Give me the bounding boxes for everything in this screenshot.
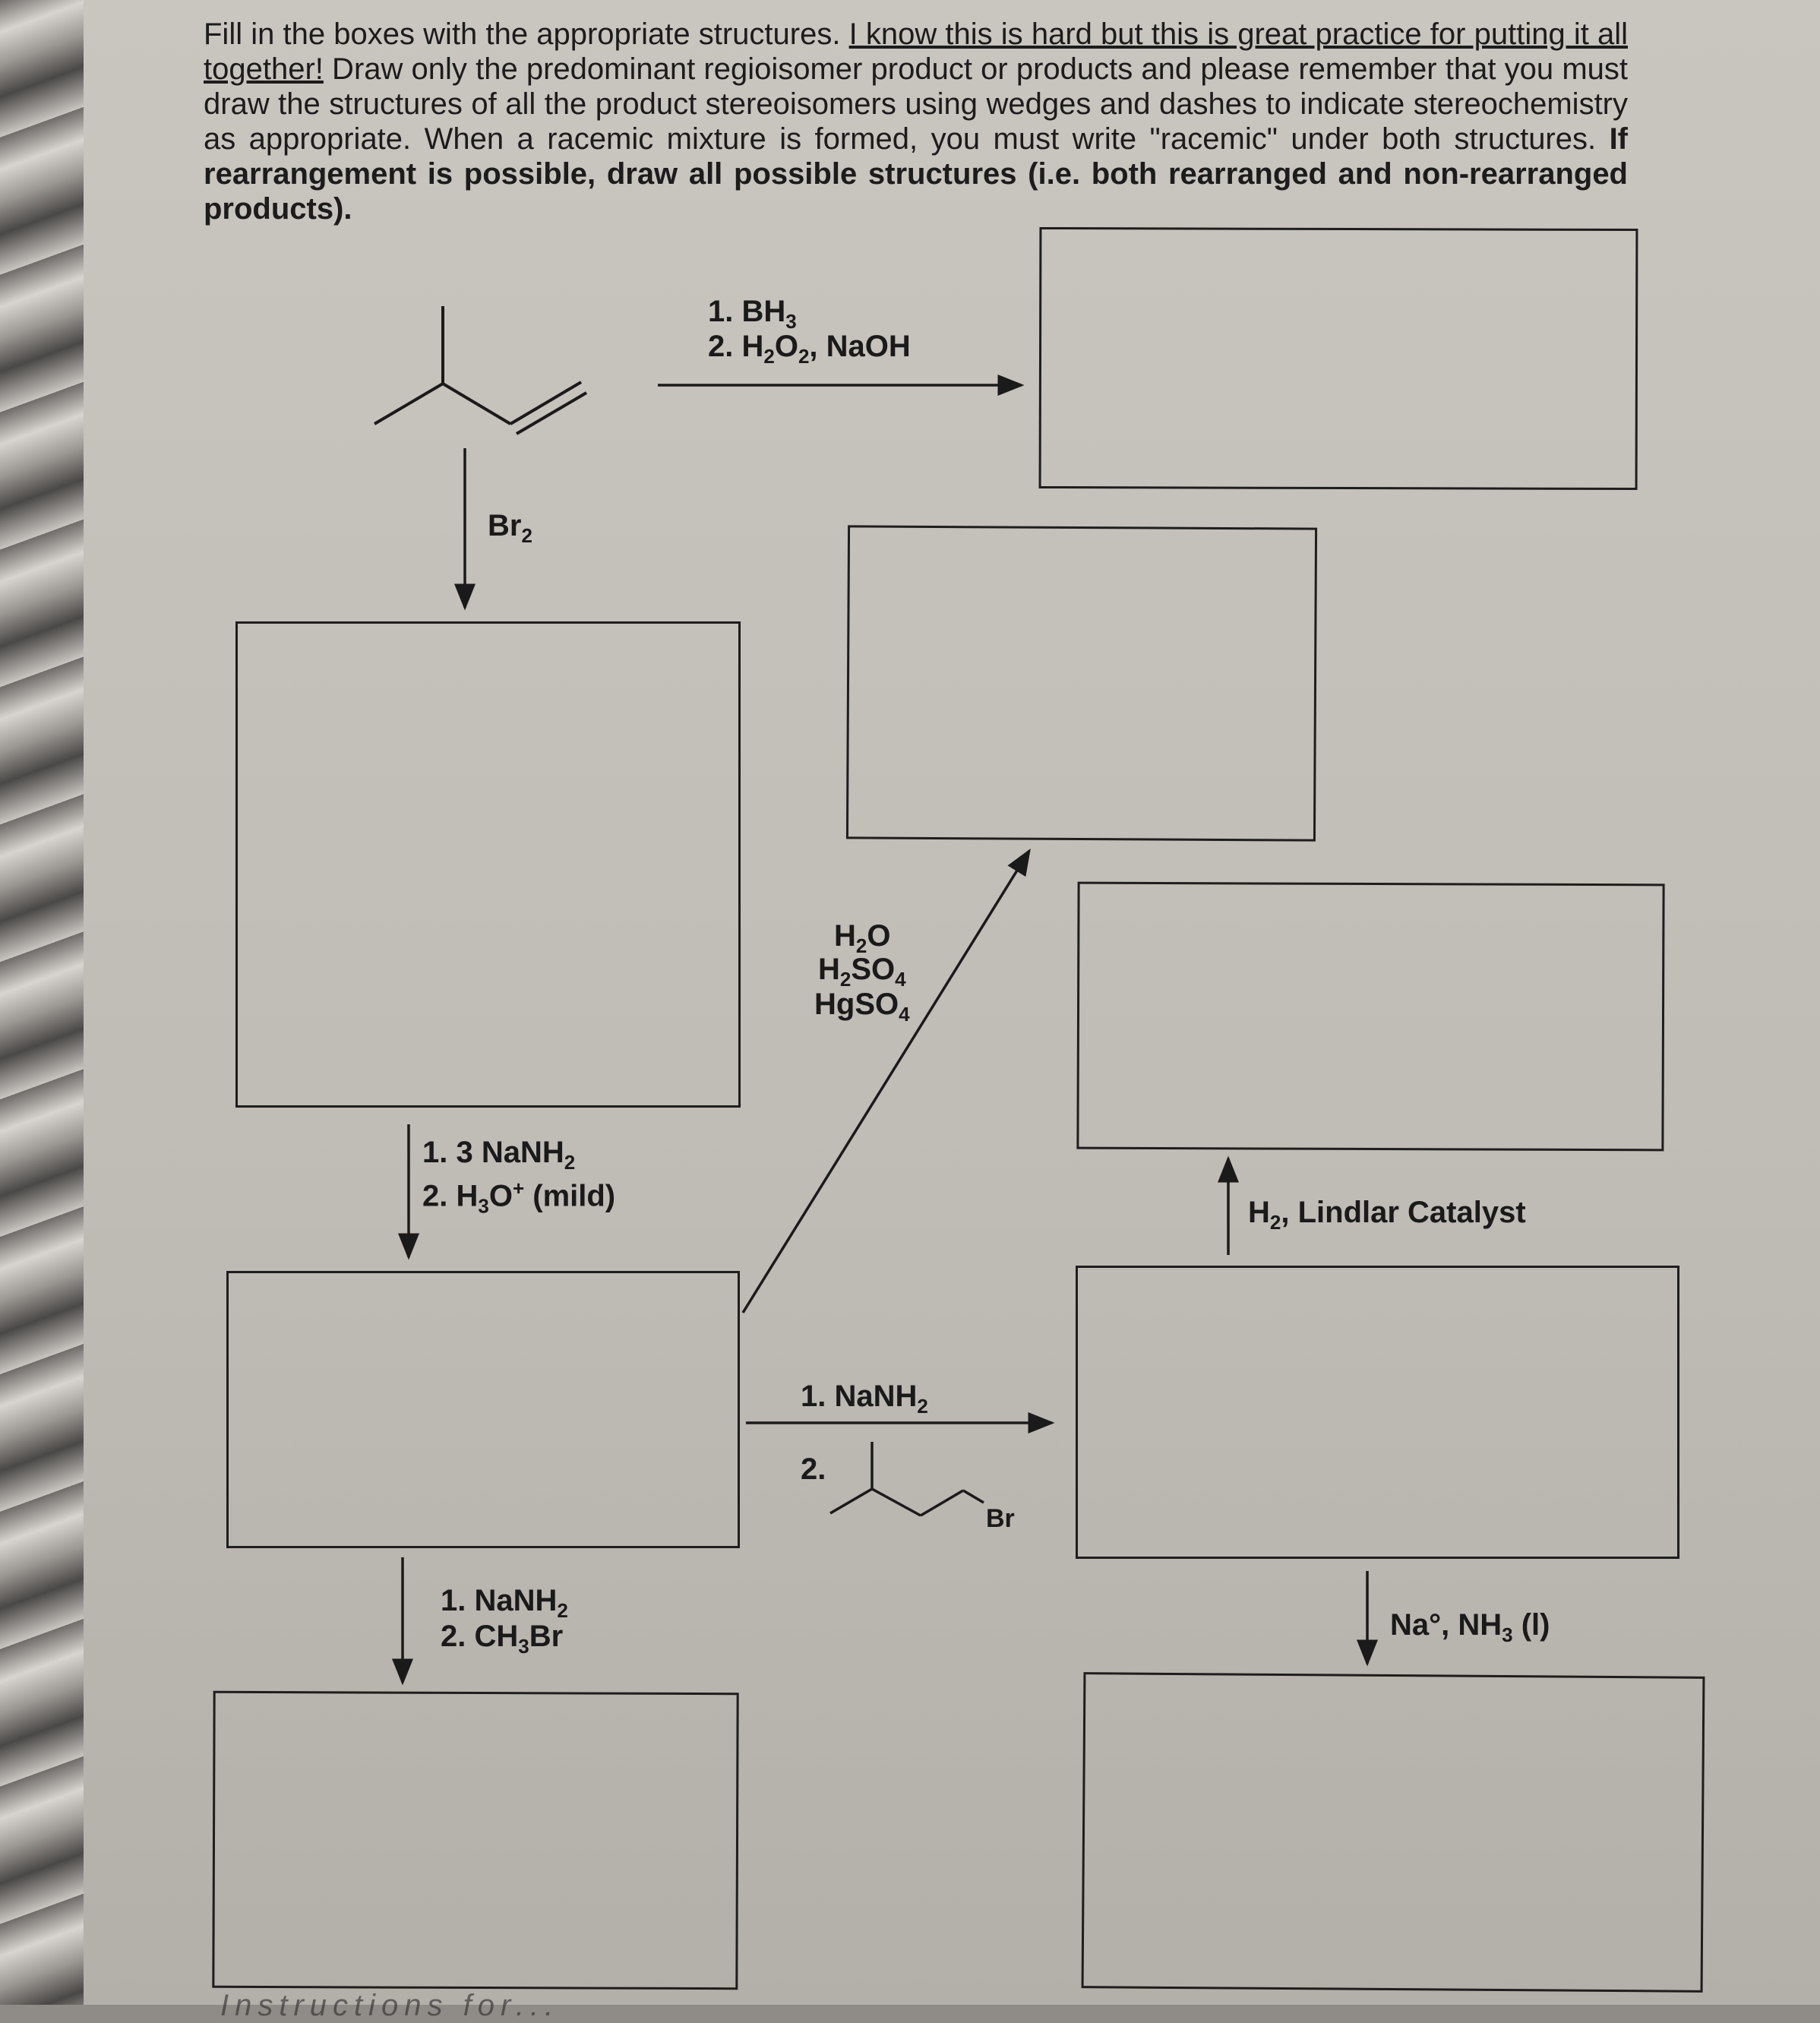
reagent-br2: Br2: [488, 509, 532, 547]
double-bond-a: [509, 381, 583, 425]
reagent-hgso4: HgSO4: [814, 988, 910, 1026]
reagent-h2o: H2O: [834, 919, 891, 957]
instructions-intro: Fill in the boxes with the appropriate s…: [204, 17, 849, 51]
reagent-nanh2-methyl: 1. NaNH2: [441, 1584, 568, 1622]
reagent-bh3: 1. BH3: [708, 295, 797, 333]
chain-bond-4: [962, 1489, 984, 1504]
reagent-ch3br: 2. CH3Br: [441, 1620, 564, 1658]
reagent-nanh2-ethyl: 1. NaNH2: [801, 1380, 928, 1418]
answer-box-terminal-alkyne[interactable]: [226, 1271, 740, 1548]
instructions-rearrangement-note: If rearrangement is possible, draw all p…: [204, 122, 1628, 226]
reagent-h2o2-naoh: 2. H2O2, NaOH: [708, 330, 911, 368]
reagent-nanh2-excess: 1. 3 NaNH2: [422, 1136, 576, 1174]
footer-instructions-fragment: Instructions for...: [220, 1989, 560, 2022]
reagent-h3o-mild: 2. H3O+ (mild): [422, 1177, 616, 1218]
chain-bond-3: [920, 1489, 964, 1517]
instructions-encouragement: I know this is hard but this is great pr…: [204, 17, 1629, 86]
reagent-h2so4: H2SO4: [818, 953, 906, 991]
chain-bond-1: [829, 1487, 873, 1515]
arrow-hydration: [741, 849, 1031, 1313]
worksheet-paper: [84, 0, 1820, 2005]
alkyl-bromide-structure: [829, 1442, 984, 1517]
answer-box-dibromide[interactable]: [235, 621, 741, 1108]
double-bond-b: [515, 391, 588, 435]
instructions-text: Fill in the boxes with the appropriate s…: [204, 17, 1628, 226]
instructions-body: Draw only the predominant regioisomer pr…: [204, 52, 1628, 156]
reagent-na-nh3: Na°, NH3 (l): [1390, 1608, 1550, 1646]
answer-box-internal-alkyne[interactable]: [1076, 1266, 1679, 1559]
vinyl-bond: [441, 382, 512, 425]
reagent-lindlar: H2, Lindlar Catalyst: [1248, 1196, 1526, 1234]
chain-bond-2: [871, 1487, 921, 1517]
methyl-bond: [373, 382, 444, 425]
starting-alkene-structure: [373, 306, 588, 435]
alkyl-halide-br-label: Br: [986, 1504, 1015, 1533]
reagent-step2-alkyl-halide: 2.: [801, 1452, 826, 1486]
